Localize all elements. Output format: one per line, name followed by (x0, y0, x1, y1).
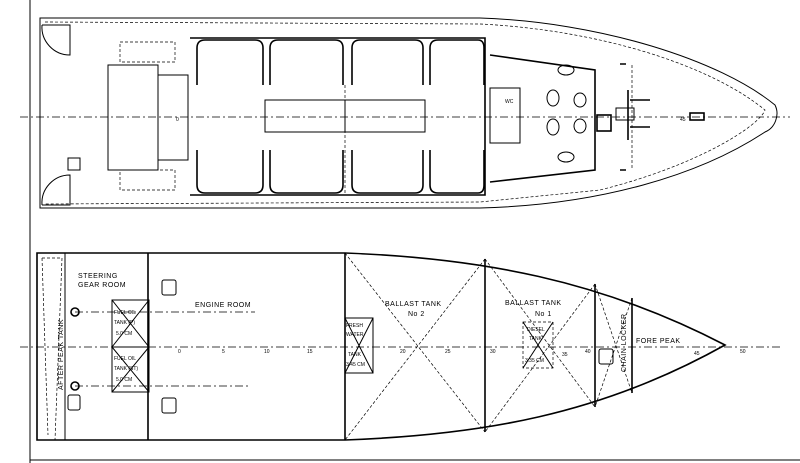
svg-text:TANK (P): TANK (P) (114, 320, 135, 326)
hatch-deck-aft (67, 157, 81, 171)
svg-text:50: 50 (740, 349, 746, 355)
svg-text:0: 0 (178, 349, 181, 355)
svg-text:30: 30 (490, 349, 496, 355)
svg-text:WATER: WATER (346, 332, 364, 338)
svg-text:15: 15 (307, 349, 313, 355)
saloon-table-fwd (344, 99, 426, 133)
hull-outline-tank (36, 252, 727, 441)
after-peak-tank-outline (41, 257, 63, 441)
svg-text:45: 45 (694, 351, 700, 357)
aft-deckhouse (107, 64, 159, 171)
ballast-tank-2-cross (344, 252, 486, 441)
ballast-tank-2-label-1: BALLAST TANK (385, 301, 442, 308)
stair-port (119, 41, 176, 63)
frame-mark-labels: 0 5 10 15 20 25 30 35 40 45 50 (178, 349, 746, 358)
fresh-water-tank: FRESH WATER TANK 3.45 CM (344, 317, 374, 374)
svg-text:FUEL OIL: FUEL OIL (114, 356, 136, 362)
chain-locker-label: CHAIN LOCKER (621, 313, 628, 372)
saloon-outline (190, 37, 486, 196)
ballast-tank-1-label-1: BALLAST TANK (505, 300, 562, 307)
fuel-oil-tank-port: FUEL OIL TANK (P) 5.0 CM (111, 299, 150, 348)
ballast-tank-2-label-2: No 2 (408, 311, 425, 318)
manhole-engine-stbd (161, 397, 177, 414)
fuel-oil-tank-stbd: FUEL OIL TANK (ST) 5.0 CM (111, 346, 150, 393)
tank-plan-view: AFTER PEAK TANK STEERING GEAR ROOM FUEL … (20, 252, 780, 441)
after-peak-tank-label: AFTER PEAK TANK (58, 319, 65, 390)
svg-text:40: 40 (585, 349, 591, 355)
steering-gear-room-label-2: GEAR ROOM (78, 282, 126, 289)
wheelhouse-outline (489, 54, 596, 183)
deck-plan-view: WC 0 45 (20, 17, 790, 209)
console-label: WC (505, 99, 514, 105)
manhole-engine-port (161, 279, 177, 296)
forward-hatch (596, 114, 612, 132)
svg-text:3.35 CM: 3.35 CM (525, 358, 544, 364)
svg-text:TANK (ST): TANK (ST) (114, 366, 138, 372)
engine-room-label: ENGINE ROOM (195, 302, 251, 309)
svg-text:DIESEL: DIESEL (527, 327, 545, 333)
svg-text:5.0 CM: 5.0 CM (116, 377, 132, 383)
frame-mark: 45 (680, 117, 686, 123)
svg-text:5: 5 (222, 349, 225, 355)
manhole-after (67, 394, 81, 411)
bollards (620, 63, 626, 171)
saloon-table-aft (264, 99, 346, 133)
svg-text:5.0 CM: 5.0 CM (116, 331, 132, 337)
helm-seats (546, 64, 587, 163)
hull-outline-deck (39, 17, 778, 209)
steering-gear-room-label-1: STEERING (78, 273, 118, 280)
manhole-fwd (598, 348, 614, 365)
svg-text:35: 35 (562, 352, 568, 358)
fore-peak-label: FORE PEAK (636, 338, 681, 345)
svg-text:FRESH: FRESH (346, 323, 363, 329)
svg-text:FUEL OIL: FUEL OIL (114, 310, 136, 316)
svg-text:TANK: TANK (529, 336, 543, 342)
bow-fitting (689, 112, 705, 121)
ballast-tank-1-label-2: No 1 (535, 311, 552, 318)
stern-spiral-stair-stbd (41, 174, 71, 206)
anchor-windlass (615, 90, 650, 140)
svg-text:10: 10 (264, 349, 270, 355)
ballast-tank-1-cross (484, 258, 596, 433)
stair-stbd (119, 169, 176, 191)
bulwark-line (44, 21, 766, 205)
aft-deckhouse-annex (157, 74, 189, 161)
bench-seats-port (196, 39, 485, 85)
svg-text:3.45 CM: 3.45 CM (346, 362, 365, 368)
frame-mark: 0 (176, 117, 179, 123)
svg-text:20: 20 (400, 349, 406, 355)
wheelhouse-console (489, 87, 521, 144)
stern-spiral-stair-port (41, 24, 71, 56)
diesel-tank: DIESEL TANK 3.35 CM (522, 321, 554, 369)
svg-text:TANK: TANK (348, 352, 362, 358)
svg-text:25: 25 (445, 349, 451, 355)
bench-seats-stbd (196, 150, 485, 194)
